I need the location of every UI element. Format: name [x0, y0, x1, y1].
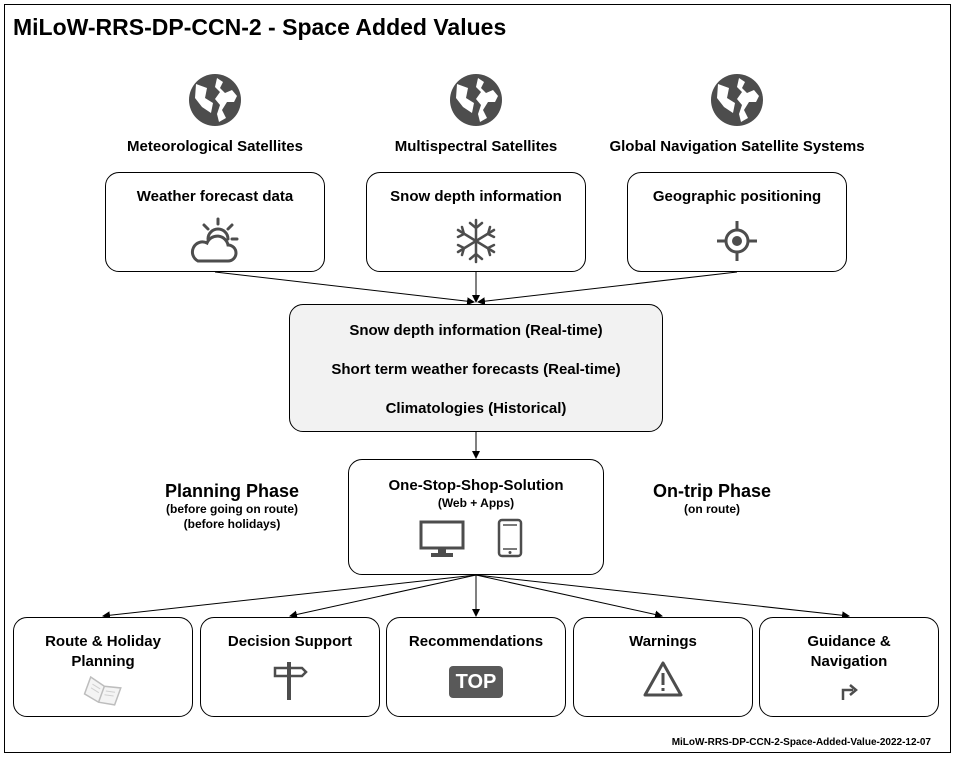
ontrip-phase-title: On-trip Phase [652, 481, 772, 501]
arrow-geo-to-hub [477, 271, 738, 306]
box-label: Geographic positioning [652, 188, 822, 205]
planning-phase-title: Planning Phase [164, 481, 300, 501]
output-label-line1: Decision Support [227, 633, 353, 650]
arrow-solution-to-route [102, 574, 477, 620]
output-decision-support: Decision Support [200, 617, 380, 717]
source-multispectral: Multispectral Satellites [326, 72, 626, 155]
box-weather-forecast: Weather forecast data [105, 172, 325, 272]
hub-line: Climatologies (Historical) [385, 400, 567, 417]
output-route-holiday-planning: Route & Holiday Planning [13, 617, 193, 717]
arrow-solution-to-decision [289, 574, 477, 619]
source-label: Meteorological Satellites [127, 138, 303, 155]
output-label-line1: Guidance & [807, 633, 891, 650]
globe-icon [189, 74, 241, 126]
box-label: Weather forecast data [136, 188, 294, 205]
crosshair-icon [717, 221, 757, 261]
solution-title: One-Stop-Shop-Solution [388, 477, 564, 494]
output-recommendations: Recommendations TOP [386, 617, 566, 717]
one-stop-shop-solution-box: One-Stop-Shop-Solution (Web + Apps) [348, 459, 604, 575]
open-book-icon [83, 675, 122, 706]
arrow-solution-to-guidance [475, 574, 850, 620]
hub-data-box: Snow depth information (Real-time) Short… [289, 304, 663, 432]
globe-icon [711, 74, 763, 126]
planning-phase-sub2: (before holidays) [183, 517, 281, 531]
solution-subtitle: (Web + Apps) [437, 496, 515, 510]
globe-icon [450, 74, 502, 126]
arrow-solution-to-warnings [475, 574, 663, 619]
output-warnings: Warnings [573, 617, 753, 717]
output-label-line1: Route & Holiday [45, 633, 161, 650]
output-label-line2: Planning [71, 653, 135, 670]
ontrip-phase-sub1: (on route) [684, 502, 740, 516]
diagram-footer-id: MiLoW-RRS-DP-CCN-2-Space-Added-Value-202… [671, 737, 931, 748]
output-label-line1: Recommendations [408, 633, 544, 650]
snowflake-icon [456, 218, 496, 264]
planning-phase-sub1: (before going on route) [166, 502, 298, 516]
warning-triangle-icon [643, 661, 683, 697]
hub-line: Short term weather forecasts (Real-time) [331, 361, 621, 378]
box-geographic-positioning: Geographic positioning [627, 172, 847, 272]
smartphone-icon [497, 518, 523, 558]
source-label: Multispectral Satellites [394, 138, 558, 155]
box-snow-depth: Snow depth information [366, 172, 586, 272]
output-label-line2: Navigation [810, 653, 888, 670]
top-badge-icon: TOP [449, 666, 503, 698]
source-meteorological: Meteorological Satellites [65, 72, 365, 155]
sun-behind-cloud-icon [190, 217, 239, 263]
diagram-title: MiLoW-RRS-DP-CCN-2 - Space Added Values [13, 14, 507, 40]
hub-line: Snow depth information (Real-time) [349, 322, 603, 339]
planning-phase-label: Planning Phase (before going on route) (… [137, 480, 327, 532]
box-label: Snow depth information [390, 188, 562, 205]
turn-right-arrow-icon [841, 684, 858, 700]
output-label-line1: Warnings [629, 633, 697, 650]
arrow-weather-to-hub [214, 271, 475, 306]
ontrip-phase-label: On-trip Phase (on route) [622, 480, 802, 517]
desktop-monitor-icon [419, 520, 465, 557]
source-label: Global Navigation Satellite Systems [609, 138, 865, 155]
output-guidance-navigation: Guidance & Navigation [759, 617, 939, 717]
signpost-icon [273, 662, 308, 700]
source-gnss: Global Navigation Satellite Systems [587, 72, 887, 155]
